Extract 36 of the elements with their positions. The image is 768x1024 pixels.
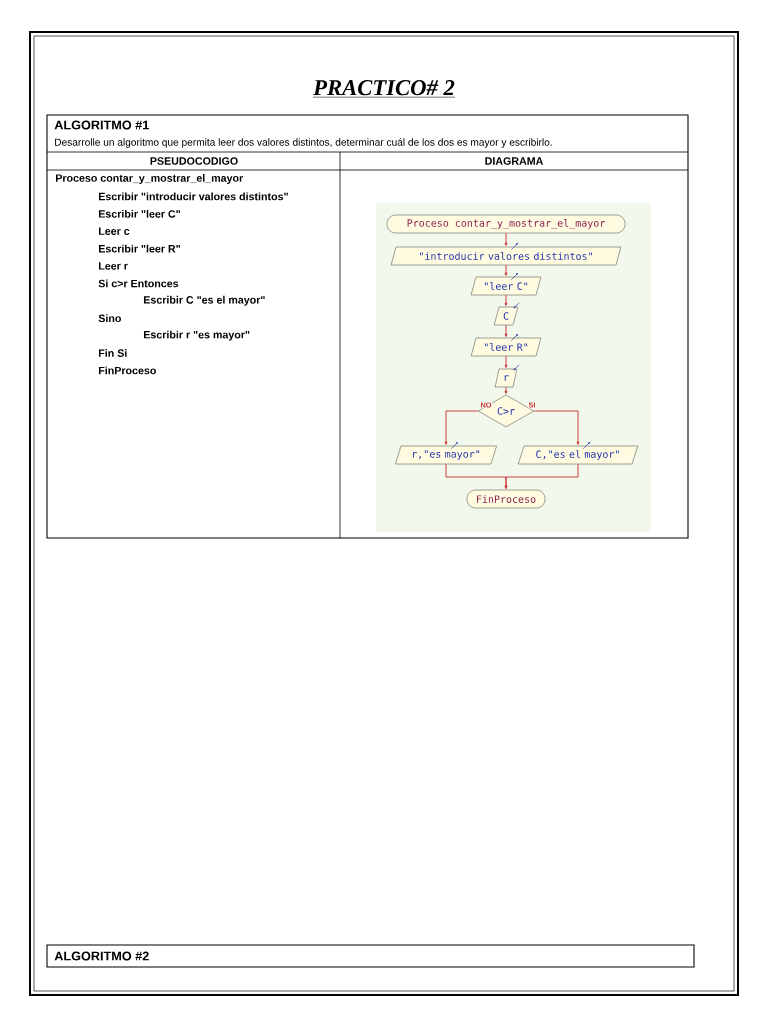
- task-description: Desarrolle un algoritmo que permita leer dos valores distintos, determinar cuál de los dos es mayor y escribirlo.: [55, 138, 552, 148]
- terminal-box: FinProceso: [466, 489, 546, 509]
- arrow: [533, 410, 580, 445]
- pseudocode-line: Sino: [98, 314, 121, 323]
- output-parallelogram: "leer C": [470, 276, 542, 296]
- input-parallelogram: C: [493, 306, 519, 326]
- pseudocode-line: Escribir "leer C": [99, 209, 180, 218]
- pseudocode-line: Leer c: [99, 227, 130, 235]
- output-parallelogram: C,"es el mayor": [517, 445, 639, 465]
- pseudocode-line: Escribir r "es mayor": [144, 330, 250, 341]
- pseudocode-line: Leer r: [99, 262, 128, 270]
- arrow: [504, 355, 508, 368]
- pseudocode-line: Si c>r Entonces: [98, 279, 179, 288]
- column-header: PSEUDOCODIGO: [150, 157, 238, 165]
- arrow: [504, 463, 579, 489]
- arrow: [504, 232, 508, 246]
- arrow: [504, 324, 508, 337]
- title: PRACTICO# 2: [312, 80, 456, 98]
- column-header: DIAGRAMA: [485, 157, 544, 165]
- pseudocode-line: Proceso contar_y_mostrar_el_mayor: [56, 174, 244, 184]
- terminal-box: Proceso contar_y_mostrar_el_mayor: [386, 214, 626, 234]
- input-parallelogram: r: [494, 368, 518, 388]
- arrow: [504, 386, 508, 394]
- pseudocode-line: Escribir "leer R": [99, 244, 180, 253]
- pseudocode-line: FinProceso: [99, 366, 156, 375]
- section-heading: ALGORITMO #2: [54, 951, 149, 961]
- arrow: [504, 264, 508, 276]
- output-parallelogram: r,"es mayor": [395, 445, 497, 465]
- pseudocode-line: Escribir "introducir valores distintos": [99, 192, 288, 201]
- output-parallelogram: "introducir valores distintos": [390, 246, 622, 266]
- section-heading: ALGORITMO #1: [54, 120, 149, 130]
- output-parallelogram: "leer R": [470, 337, 542, 357]
- arrow: [444, 410, 479, 445]
- pseudocode-line: Fin Si: [99, 349, 127, 357]
- arrow: [504, 294, 508, 306]
- pseudocode-line: Escribir C "es el mayor": [144, 295, 265, 306]
